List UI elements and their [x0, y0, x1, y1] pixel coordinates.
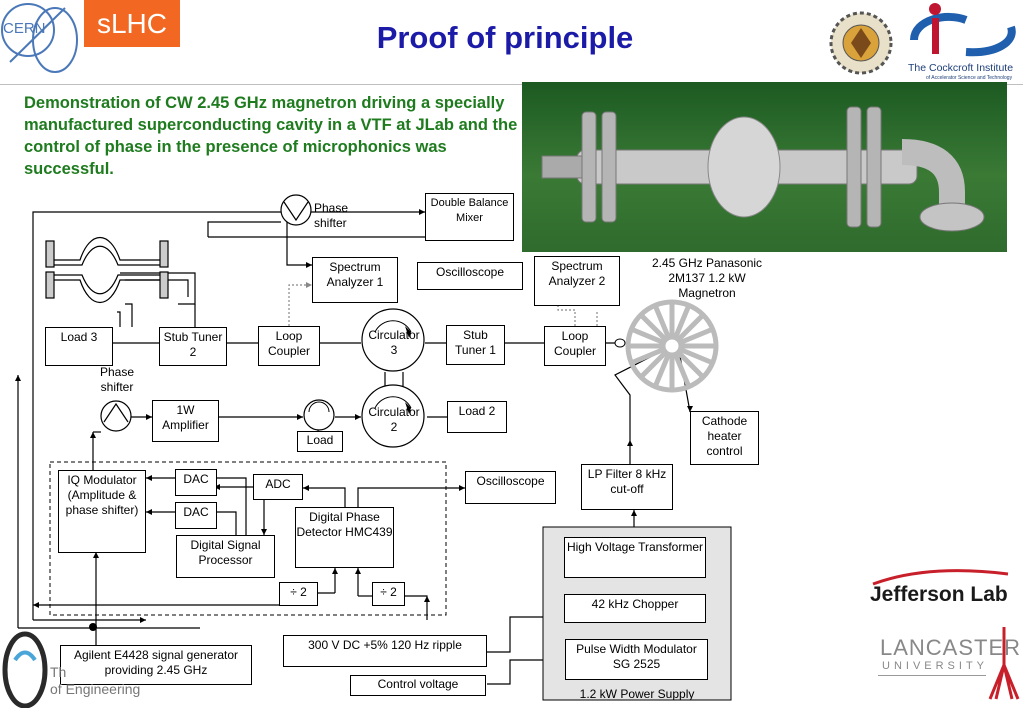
amplifier-1w: 1W Amplifier — [152, 400, 219, 442]
power-supply-label: 1.2 kW Power Supply — [579, 687, 695, 701]
spectrum-analyzer-1: Spectrum Analyzer 1 — [312, 257, 398, 303]
cern-logo: CERN — [0, 0, 80, 80]
loop-coupler-right: Loop Coupler — [544, 326, 606, 366]
jefferson-lab-logo: Jefferson Lab — [868, 568, 1018, 618]
phase-shifter-top-label: Phase shifter — [314, 201, 349, 230]
cockcroft-logo: The Cockcroft Institute of Accelerator S… — [906, 2, 1022, 82]
engineering-prefix: Th — [50, 664, 67, 680]
cockcroft-name: The Cockcroft Institute — [908, 62, 1014, 74]
header-divider — [0, 84, 1023, 85]
spectrum-analyzer-2: Spectrum Analyzer 2 — [534, 256, 620, 306]
circulator-3-label: Circulator 3 — [368, 328, 420, 357]
lp-filter: LP Filter 8 kHz cut-off — [581, 464, 673, 510]
dac-2: DAC — [175, 502, 217, 529]
dc-supply: 300 V DC +5% 120 Hz ripple — [283, 635, 487, 667]
lancaster-text: LANCASTER — [880, 635, 1022, 660]
magnetron-label: 2.45 GHz Panasonic 2M137 1.2 kW Magnetro… — [651, 256, 763, 300]
engineering-logo: Th of Engineering — [0, 630, 141, 709]
circulator-2-label: Circulator 2 — [368, 405, 420, 434]
double-balance-mixer: Double Balance Mixer — [425, 193, 514, 241]
chopper-42khz: 42 kHz Chopper — [564, 594, 706, 623]
load-2: Load 2 — [447, 401, 507, 433]
description-text: Demonstration of CW 2.45 GHz magnetron d… — [24, 94, 518, 178]
slhc-badge: sLHC — [84, 0, 180, 47]
cockcroft-sub: of Accelerator Science and Technology — [926, 75, 1013, 81]
signal-generator: Agilent E4428 signal generator providing… — [60, 645, 252, 685]
control-voltage: Control voltage — [350, 675, 486, 696]
digital-signal-processor: Digital Signal Processor — [176, 535, 275, 578]
hv-transformer: High Voltage Transformer — [564, 537, 706, 578]
dac-1: DAC — [175, 469, 217, 496]
oscilloscope-top: Oscilloscope — [417, 262, 523, 290]
load-3: Load 3 — [45, 327, 113, 366]
stub-tuner-1: Stub Tuner 1 — [446, 325, 505, 365]
divide-by-2-left: ÷ 2 — [279, 582, 318, 606]
engineering-text: of Engineering — [50, 681, 141, 697]
load: Load — [297, 431, 343, 452]
page-title: Proof of principle — [376, 20, 634, 55]
jefferson-lab-text: Jefferson Lab — [870, 583, 1008, 606]
lancaster-logo: LANCASTER UNIVERSITY — [878, 625, 1023, 705]
emblem-logo — [826, 8, 896, 78]
cathode-heater-control: Cathode heater control — [690, 411, 759, 465]
digital-phase-detector: Digital Phase Detector HMC439 — [295, 507, 394, 568]
lancaster-sub: UNIVERSITY — [882, 660, 989, 672]
cern-logo-text: CERN — [3, 20, 46, 37]
iq-modulator: IQ Modulator (Amplitude & phase shifter) — [58, 470, 146, 553]
divide-by-2-right: ÷ 2 — [372, 582, 405, 606]
oscilloscope-mid: Oscilloscope — [465, 471, 556, 504]
stub-tuner-2: Stub Tuner 2 — [159, 327, 227, 366]
pulse-width-modulator: Pulse Width Modulator SG 2525 — [565, 639, 708, 680]
loop-coupler-left: Loop Coupler — [258, 326, 320, 366]
adc: ADC — [253, 474, 303, 500]
cavity-photo — [522, 82, 1007, 252]
phase-shifter-left-label: Phase shifter — [99, 365, 135, 394]
